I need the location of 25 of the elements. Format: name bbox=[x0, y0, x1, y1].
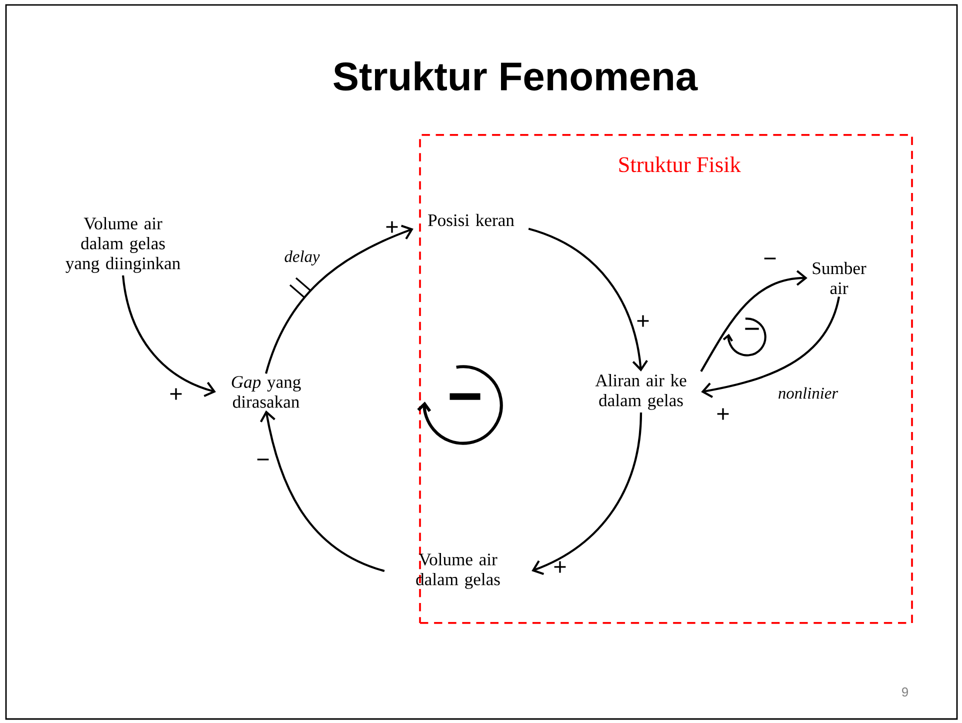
variable-label: Sumber air bbox=[812, 262, 866, 294]
variable-label: Aliran air ke dalam gelas bbox=[595, 374, 686, 410]
variable-label: Volume air dalam gelas yang diinginkan bbox=[66, 217, 180, 273]
arrow bbox=[701, 296, 840, 398]
loop-sign: − bbox=[450, 393, 480, 400]
arrow bbox=[528, 228, 648, 372]
title: Struktur Fenomena bbox=[334, 61, 698, 91]
polarity-sign: + bbox=[170, 388, 182, 400]
variable-label: Gap yang dirasakan bbox=[232, 376, 301, 408]
arrow bbox=[532, 412, 642, 576]
polarity-sign: + bbox=[386, 221, 398, 233]
polarity-sign: + bbox=[554, 561, 566, 573]
edge-label: nonlinier bbox=[776, 386, 840, 400]
loop-sign: − bbox=[745, 328, 759, 330]
arrow bbox=[122, 275, 216, 398]
arrow bbox=[260, 410, 385, 572]
variable-label: Posisi keran bbox=[428, 214, 514, 226]
page-number: 9 bbox=[902, 687, 908, 697]
polarity-sign: + bbox=[717, 408, 729, 420]
arrow bbox=[265, 224, 414, 374]
arrow bbox=[700, 270, 808, 372]
polarity-sign: + bbox=[637, 315, 649, 327]
edge-label: delay bbox=[283, 249, 321, 267]
polarity-sign: − bbox=[257, 458, 269, 460]
polarity-sign: − bbox=[764, 258, 776, 260]
